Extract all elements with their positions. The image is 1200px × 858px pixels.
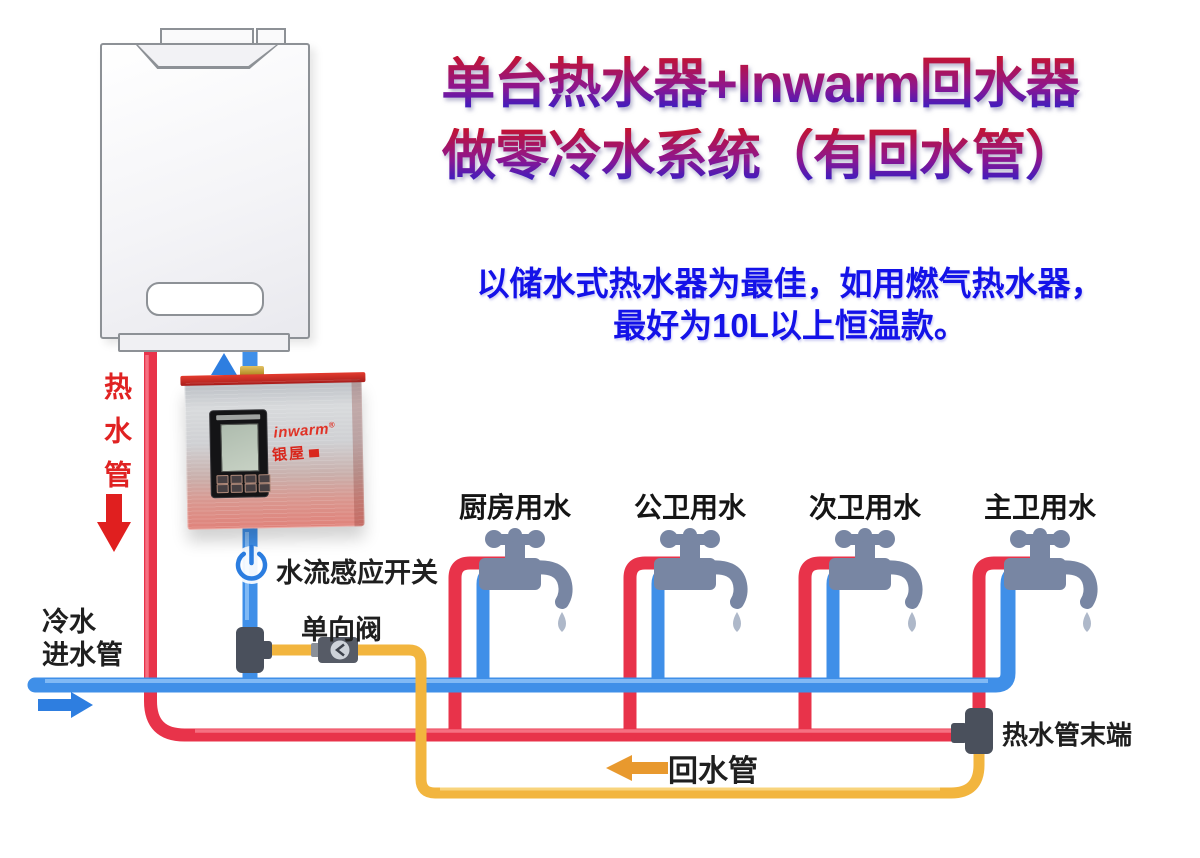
flow-switch-label: 水流感应开关 [276, 558, 438, 588]
tap-label-public-bath: 公卫用水 [633, 492, 746, 523]
tap-label-master-bath: 主卫用水 [983, 492, 1096, 523]
flow-up-arrow-icon [211, 353, 237, 375]
tap-label-second-bath: 次卫用水 [808, 492, 921, 523]
hot-flow-down-arrow-icon [97, 494, 131, 552]
hot-water-pipe [144, 333, 1044, 742]
cold-pipe-tee-fitting [236, 627, 272, 673]
heater-display [146, 282, 264, 316]
faucet-public-bath-icon [654, 528, 741, 632]
device-buttons-row [216, 483, 271, 494]
heater-top-detail [136, 45, 278, 69]
hot-pipe-end-label: 热水管末端 [1002, 720, 1133, 750]
return-water-pipe [260, 644, 985, 799]
subtitle-line2: 最好为10L以上恒温款。 [613, 307, 967, 344]
tap-label-kitchen: 厨房用水 [458, 492, 571, 523]
power-icon [232, 544, 271, 584]
faucet-second-bath-icon [829, 528, 916, 632]
hot-pipe-label: 热水管 [101, 372, 132, 504]
device-lcd-screen [220, 423, 260, 473]
main-title-line1: 单台热水器+Inwarm回水器 [330, 56, 1190, 113]
device-brand-chinese: 银屋 [271, 441, 319, 465]
inwarm-recirculator: inwarm® 银屋 [180, 372, 366, 530]
return-pipe-label: 回水管 [668, 755, 758, 788]
heater-base [118, 333, 290, 352]
faucet-master-bath-icon [1004, 528, 1091, 632]
check-valve-label: 单向阀 [301, 615, 382, 645]
main-title-line2: 做零冷水系统（有回水管） [330, 128, 1190, 185]
hot-pipe-end-tee-fitting [951, 708, 993, 754]
device-control-panel [209, 409, 271, 499]
check-valve-icon [311, 637, 358, 663]
cold-inlet-label: 冷水 进水管 [42, 607, 123, 670]
faucet-kitchen-icon [479, 528, 566, 632]
return-flow-left-arrow-icon [606, 755, 668, 781]
subtitle-line1: 以储水式热水器为最佳，如用燃气热水器， [476, 265, 1104, 302]
cold-flow-right-arrow-icon [38, 692, 93, 718]
water-heater [100, 25, 310, 352]
